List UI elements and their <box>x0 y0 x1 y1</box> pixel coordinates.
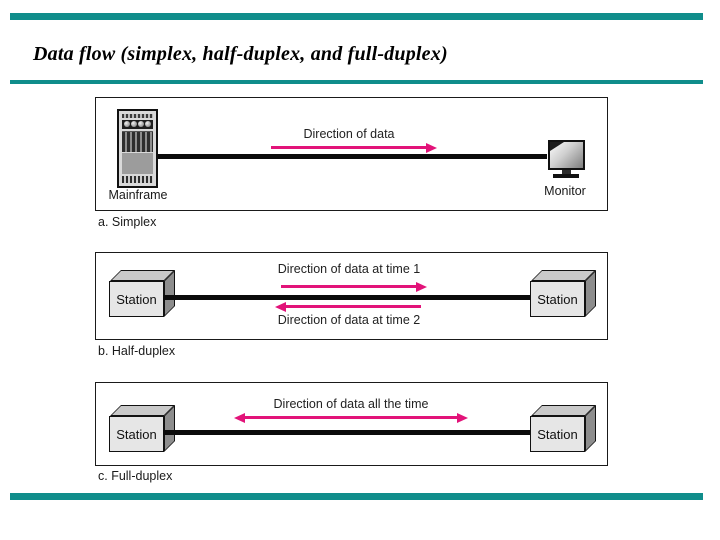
mainframe-icon <box>117 109 158 188</box>
station-icon: Station <box>530 270 597 317</box>
flow-label-time1: Direction of data at time 1 <box>277 262 421 276</box>
caption-simplex: a. Simplex <box>98 215 157 229</box>
station-label: Station <box>530 416 585 452</box>
mainframe-vent <box>122 114 153 118</box>
half-duplex-panel: Station Direction of data at time 1 Dire… <box>95 252 608 340</box>
simplex-panel: Mainframe Direction of data Monitor <box>95 97 608 211</box>
arrow-right-icon <box>281 285 417 288</box>
mainframe-tape-drives <box>122 119 153 129</box>
monitor-base <box>553 174 579 178</box>
top-accent-bar <box>10 13 703 20</box>
tape-reel-icon <box>123 121 130 128</box>
caption-full-duplex: c. Full-duplex <box>98 469 173 483</box>
monitor-icon <box>545 140 587 178</box>
station-label: Station <box>109 281 164 317</box>
station-label: Station <box>530 281 585 317</box>
arrow-left-icon <box>285 305 421 308</box>
connection-line <box>163 430 530 435</box>
arrow-both-directions-icon <box>244 416 458 419</box>
slide-title: Data flow (simplex, half-duplex, and ful… <box>33 43 448 65</box>
full-duplex-panel: Station Direction of data all the time S… <box>95 382 608 466</box>
tape-reel-icon <box>145 121 152 128</box>
connection-line <box>158 154 547 159</box>
title-divider-bar <box>10 80 703 84</box>
mainframe-label: Mainframe <box>108 188 168 202</box>
station-icon: Station <box>530 405 597 452</box>
monitor-label: Monitor <box>544 184 586 198</box>
flow-label-time2: Direction of data at time 2 <box>277 313 421 327</box>
station-label: Station <box>109 416 164 452</box>
mainframe-panel-blank <box>122 153 153 175</box>
bottom-accent-bar <box>10 493 703 500</box>
mainframe-grill <box>122 176 153 183</box>
monitor-glare <box>549 142 564 151</box>
flow-label-simplex: Direction of data <box>303 127 395 141</box>
tape-reel-icon <box>130 121 137 128</box>
mainframe-panel-stripes <box>122 130 153 152</box>
station-icon: Station <box>109 270 176 317</box>
caption-half-duplex: b. Half-duplex <box>98 344 176 358</box>
flow-label-all-time: Direction of data all the time <box>273 397 429 411</box>
monitor-neck <box>561 170 571 174</box>
connection-line <box>163 295 530 300</box>
monitor-screen <box>547 140 585 170</box>
arrow-right-icon <box>271 146 427 149</box>
tape-reel-icon <box>138 121 145 128</box>
station-icon: Station <box>109 405 176 452</box>
